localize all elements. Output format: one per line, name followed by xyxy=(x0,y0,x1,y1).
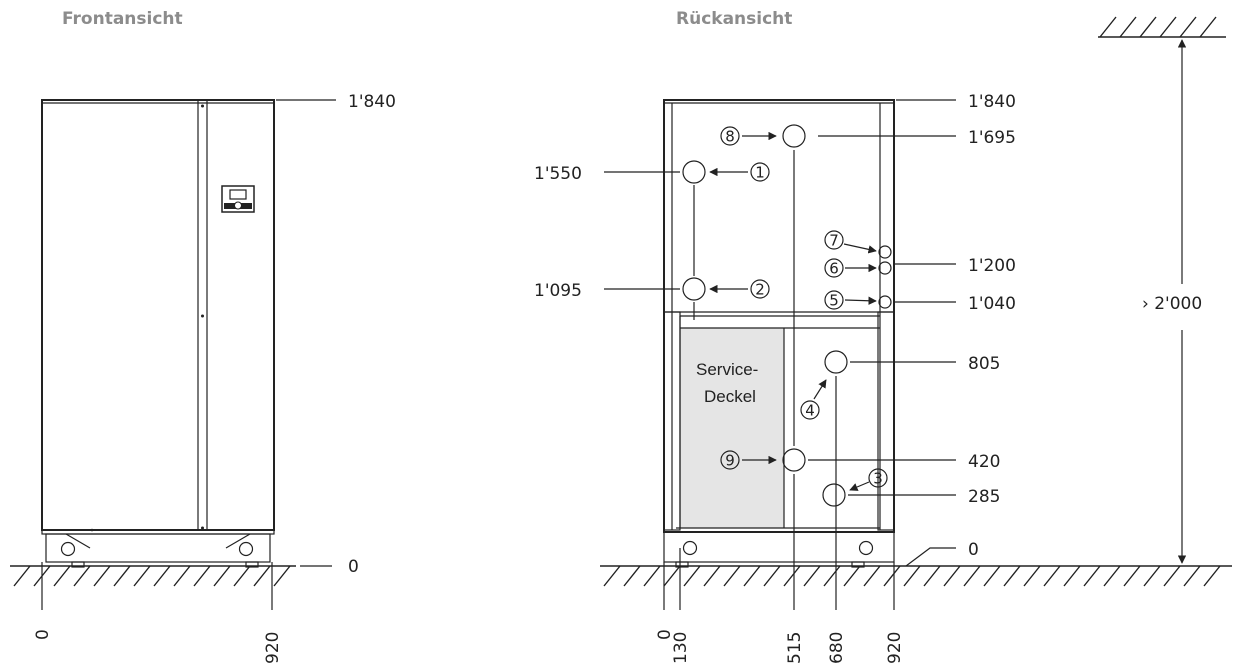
connection-8-port xyxy=(782,124,806,148)
rear-height-1095-label: 1'095 xyxy=(534,281,582,301)
rear-floor-hatching xyxy=(600,565,1232,587)
callout-1-label: 1 xyxy=(755,164,765,182)
callout-9-label: 9 xyxy=(725,452,735,470)
rear-x-0-label: 0 xyxy=(655,629,675,640)
front-base xyxy=(45,533,271,563)
ceiling-hatching xyxy=(1098,16,1226,38)
callout-8-badge xyxy=(720,126,740,146)
rear-height-285-label: 285 xyxy=(968,487,1000,507)
callouts: 8 1 2 7 6 5 4 9 3 xyxy=(709,126,888,491)
front-foot-right xyxy=(238,541,254,557)
callout-6-label: 6 xyxy=(829,260,839,278)
rear-height-1550-label: 1'550 xyxy=(534,164,582,184)
front-view-title: Frontansicht xyxy=(62,9,183,29)
rear-connections xyxy=(682,124,892,507)
rear-height-1695-label: 1'695 xyxy=(968,128,1016,148)
rear-floor-label: 0 xyxy=(968,540,979,560)
rear-x-920-label: 920 xyxy=(885,632,905,664)
rear-foot-right xyxy=(858,540,874,556)
rear-view-unit xyxy=(663,99,895,568)
rear-view-title: Rückansicht xyxy=(676,9,792,29)
front-foot-left xyxy=(60,541,76,557)
connection-7-port xyxy=(878,245,892,259)
rear-height-420-label: 420 xyxy=(968,452,1000,472)
rear-height-1840-label: 1'840 xyxy=(968,92,1016,112)
callout-9-badge xyxy=(720,450,740,470)
front-height-label: 1'840 xyxy=(348,92,396,112)
callout-2-badge xyxy=(750,279,770,299)
service-cover-label-line1: Service- xyxy=(696,360,758,379)
callout-4-badge xyxy=(800,400,820,420)
callout-3-label: 3 xyxy=(873,470,883,488)
callout-5-label: 5 xyxy=(829,292,839,310)
callout-6-badge xyxy=(824,258,844,278)
callout-5-badge xyxy=(824,290,844,310)
connection-9-port xyxy=(782,448,806,472)
rear-x-680-label: 680 xyxy=(827,632,847,664)
callout-7-badge xyxy=(824,230,844,250)
front-floor-label: 0 xyxy=(348,557,359,577)
rear-height-1200-label: 1'200 xyxy=(968,256,1016,276)
front-x-right-label: 920 xyxy=(263,632,283,664)
front-x-left-label: 0 xyxy=(33,629,53,640)
rear-x-515-label: 515 xyxy=(785,632,805,664)
rear-height-1040-label: 1'040 xyxy=(968,294,1016,314)
callout-3-badge xyxy=(868,468,888,488)
rear-base xyxy=(663,531,895,563)
front-cabinet-outline xyxy=(41,99,275,531)
connection-2-port xyxy=(682,277,706,301)
connection-6-port xyxy=(878,261,892,275)
connection-3-port xyxy=(822,483,846,507)
callout-1-badge xyxy=(750,162,770,182)
rear-height-805-label: 805 xyxy=(968,354,1000,374)
rear-x-130-label: 130 xyxy=(671,632,691,664)
rear-foot-left xyxy=(682,540,698,556)
clearance-label: › 2'000 xyxy=(1142,294,1202,314)
service-cover-label-line2: Deckel xyxy=(704,387,756,406)
callout-8-label: 8 xyxy=(725,128,735,146)
callout-4-label: 4 xyxy=(805,402,815,420)
front-view-unit xyxy=(41,99,275,568)
connection-1-port xyxy=(682,160,706,184)
callout-2-label: 2 xyxy=(755,281,765,299)
callout-7-label: 7 xyxy=(829,232,839,250)
control-panel-icon xyxy=(221,185,255,213)
connection-4-port xyxy=(824,350,848,374)
service-cover-area xyxy=(680,328,784,528)
connection-5-port xyxy=(878,295,892,309)
front-floor-hatching xyxy=(10,565,296,587)
